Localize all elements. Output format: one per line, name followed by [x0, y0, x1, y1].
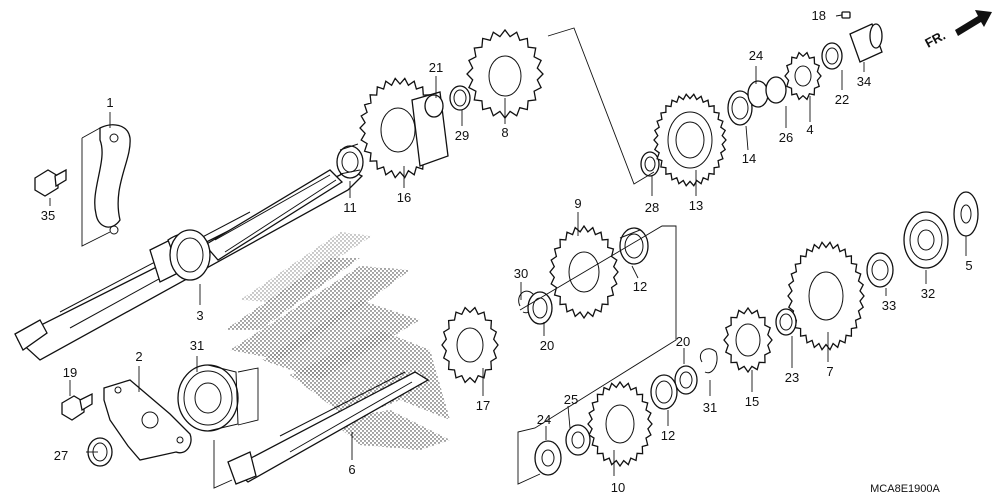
callout-30: 29 [455, 128, 469, 143]
callout-15: 15 [745, 394, 759, 409]
callout-6: 6 [348, 462, 355, 477]
plate-2 [103, 379, 192, 461]
callout-26: 25 [564, 392, 578, 407]
callout-7: 7 [826, 364, 833, 379]
callout-labels: 1 2 3 4 5 6 7 8 9 10 11 12 12 13 14 15 1… [41, 8, 973, 495]
countershaft [227, 371, 430, 485]
mainshaft [14, 169, 364, 361]
callout-16: 16 [397, 190, 411, 205]
front-direction-arrow: FR. [922, 10, 992, 51]
callout-25: 24 [749, 48, 763, 63]
washer-24 [534, 440, 562, 476]
gear-7 [787, 241, 865, 351]
gear-16 [359, 77, 449, 179]
washer-20-upper [527, 291, 553, 325]
gear-15 [723, 306, 773, 374]
callout-14: 14 [742, 151, 756, 166]
callout-18: 18 [812, 8, 826, 23]
washer-25 [747, 80, 769, 108]
front-indicator-label: FR. [922, 28, 948, 51]
callout-19: 19 [63, 365, 77, 380]
callout-20-right: 20 [676, 334, 690, 349]
callout-10: 10 [611, 480, 625, 495]
callout-22: 22 [835, 92, 849, 107]
callout-34: 33 [882, 298, 896, 313]
bearing-34 [866, 252, 894, 288]
plate-1 [94, 124, 131, 235]
wing-watermark [225, 232, 450, 450]
washer-23 [775, 308, 797, 336]
bolt-19 [61, 392, 93, 421]
callout-21: 21 [429, 60, 443, 75]
callout-29: 28 [645, 200, 659, 215]
gear-13 [653, 93, 727, 187]
washer-26 [565, 424, 591, 456]
washer-22 [821, 42, 843, 70]
bearing-32 [177, 364, 239, 432]
bearing-12-upper [619, 227, 649, 265]
circlip-31-lower [700, 348, 718, 374]
callout-9: 9 [574, 196, 581, 211]
washer-29 [640, 151, 660, 177]
callout-32: 31 [190, 338, 204, 353]
bearing-33 [903, 211, 949, 269]
bushing-11 [336, 143, 364, 179]
callout-13: 13 [689, 198, 703, 213]
bearing-35 [849, 23, 883, 63]
drawing-code: MCA8E1900A [870, 483, 940, 495]
callout-23: 23 [785, 370, 799, 385]
gear-8 [466, 28, 544, 120]
callout-4: 4 [806, 122, 813, 137]
callout-31-upper: 30 [514, 266, 528, 281]
callout-28: 27 [54, 448, 68, 463]
group-outlines [81, 27, 677, 489]
callout-3: 3 [196, 308, 203, 323]
washer-21 [424, 94, 444, 118]
bearing-12-lower [650, 374, 678, 410]
callout-20-upper: 20 [540, 338, 554, 353]
callout-5: 5 [965, 258, 972, 273]
callout-31-lower: 31 [703, 400, 717, 415]
callout-17: 17 [476, 398, 490, 413]
callout-11: 11 [343, 200, 357, 215]
washer-27 [765, 76, 787, 104]
callout-27: 26 [779, 130, 793, 145]
callout-1: 1 [106, 95, 113, 110]
washer-20-lower [674, 365, 698, 395]
leader-lines [49, 14, 967, 476]
callout-35: 34 [857, 74, 871, 89]
callout-8: 8 [501, 125, 508, 140]
washer-30 [449, 85, 471, 111]
callout-2: 2 [135, 349, 142, 364]
bushing-14 [727, 90, 753, 126]
callout-33: 32 [921, 286, 935, 301]
gear-10 [587, 380, 653, 468]
seal-5 [953, 191, 979, 237]
gear-17 [441, 306, 499, 384]
pin-18 [841, 11, 851, 19]
callout-12-upper: 12 [633, 279, 647, 294]
gear-4 [784, 51, 822, 101]
bolt-36 [34, 168, 67, 197]
callout-36: 35 [41, 208, 55, 223]
callout-24: 24 [537, 412, 551, 427]
callout-12-lower: 12 [661, 428, 675, 443]
